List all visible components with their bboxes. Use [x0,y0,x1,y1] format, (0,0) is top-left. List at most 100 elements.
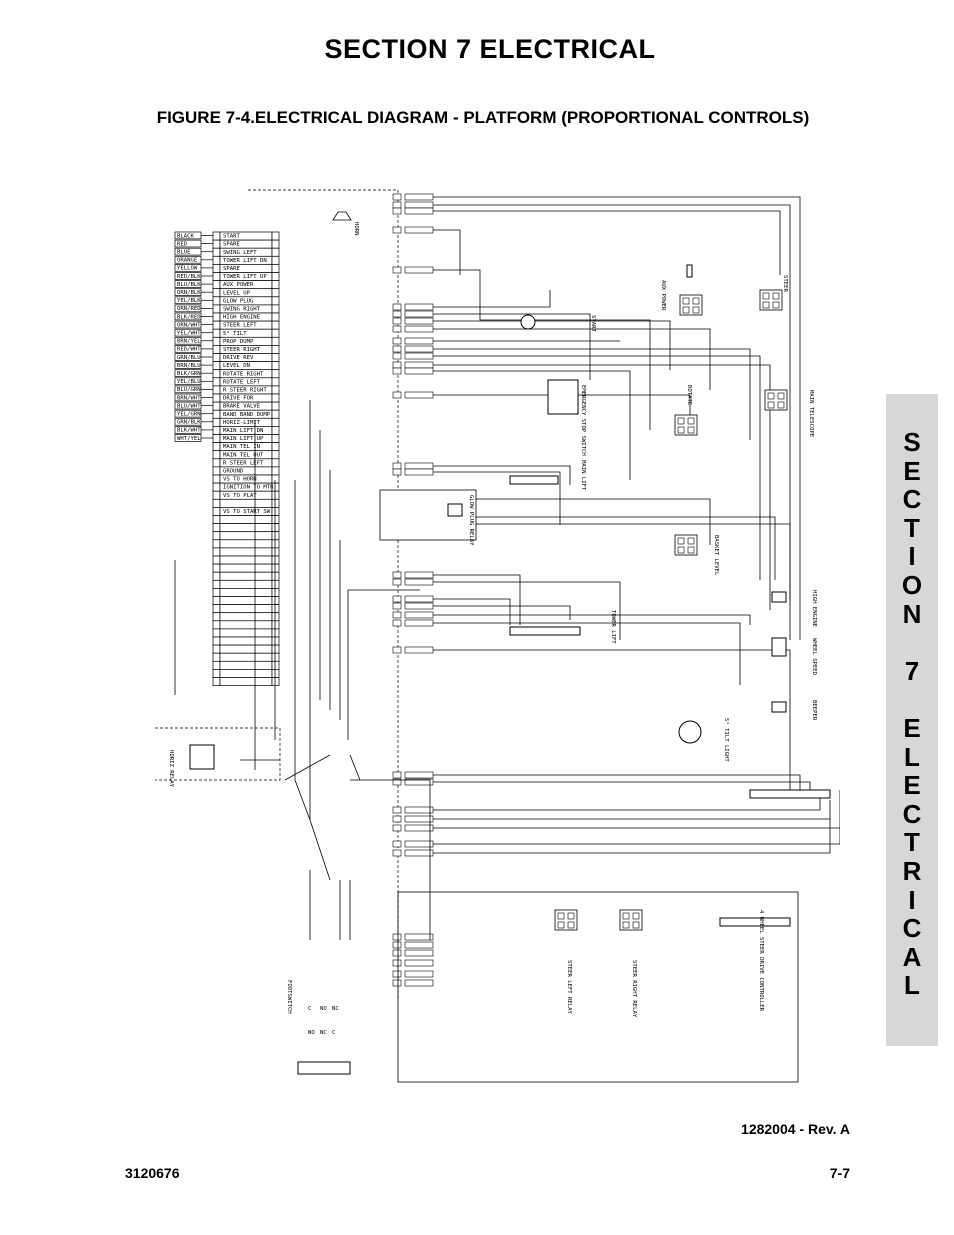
pin-cell [271,612,280,622]
wire-color-label: BLK/GRN [177,371,201,377]
pin-cell [212,563,221,573]
pin-cell [212,393,221,403]
wire [433,622,741,685]
wire-color-label: GRN/BLU [177,355,201,361]
valve-pin [777,392,785,400]
pin-cell [212,588,221,597]
connector-pin [392,959,402,967]
wire-tag [404,611,434,619]
wire-color-label: ORN/BLK [177,290,201,296]
valve-pin [677,426,685,434]
pin-cell [271,579,280,589]
component-label: BASKET LEVEL [713,535,719,576]
wire [433,196,801,640]
side-tab-letter: T [904,512,920,543]
function-cell [219,547,273,557]
wire-tag [404,578,434,586]
connector-pin [392,317,402,325]
function-label: SWING LEFT [223,250,257,256]
pin-cell [271,596,280,605]
side-tab-letter: T [904,827,920,858]
function-label: PROP DUMP [223,339,254,345]
pin-cell [212,296,221,306]
side-tab-letter: S [903,427,921,457]
pin-cell [212,345,221,354]
wire [433,800,831,854]
connector-pin [392,611,402,619]
tilt-light-icon [678,720,702,744]
pin-cell [212,336,221,346]
pin-cell [271,336,280,346]
pin-cell [212,507,221,516]
connector-pin [392,193,402,201]
wire-tag [404,571,434,579]
function-label: SPARE [223,242,240,248]
pin-cell [212,652,221,662]
valve-pin [622,921,630,929]
component-label: STEER LEFT RELAY [566,960,572,1015]
connector-pin [392,595,402,603]
wiring [155,189,840,1000]
pin-cell [271,531,280,541]
wire [433,229,461,275]
page-number: 7-7 [829,1165,850,1181]
function-label: R STEER LEFT [223,460,264,466]
wire [433,516,776,580]
wire [433,313,591,380]
pin-cell [271,255,280,265]
wire [294,480,331,881]
wire [433,370,631,480]
wire-color-label: YEL/BLK [177,298,201,304]
function-label: DRIVE FOR [223,396,254,402]
pin-cell [271,312,280,322]
function-cell [219,523,273,533]
pin-cell [212,531,221,541]
connector-pin [392,361,402,369]
connector-pin [392,933,402,941]
pin-cell [271,660,280,670]
wire [347,589,420,740]
side-tab-letter: L [904,970,920,1001]
valve-pin [772,292,780,300]
wire-color-label: RED/BLK [177,274,201,280]
connector-pin [392,806,402,814]
valve-pin [567,921,575,929]
valve-pin [772,301,780,309]
pin-cell [271,272,280,281]
pin-cell [271,588,280,597]
function-cell [219,539,273,549]
function-cell [219,612,273,622]
wire-color-label: BLU/WHT [177,403,201,409]
function-label: BAND BAND DUMP [223,412,271,418]
valve-pin [687,546,695,554]
wire-color-label: YEL/WHT [177,331,201,337]
pin-cell [212,426,221,435]
wire [433,320,671,370]
pin-cell [212,612,221,622]
side-tab-letter: C [902,484,922,515]
component-label: STEER RIGHT RELAY [631,960,637,1018]
pin-cell [271,409,280,419]
function-label: ROTATE RIGHT [223,371,264,377]
footswitch-contact-label: NO [320,1006,327,1012]
component-label: FOOTSWITCH [286,980,292,1014]
valve-pin [762,301,770,309]
pin-cell [271,247,280,257]
wire-color-label: YELLOW [177,266,198,272]
function-label: R STEER RIGHT [223,388,267,394]
wire-tag [404,361,434,369]
connector-pin [392,824,402,832]
connector-pin [392,325,402,333]
footswitch-body [297,1061,351,1075]
pin-cell [212,434,221,443]
valve-pin [677,417,685,425]
wire [433,598,511,625]
valve-pin [687,426,695,434]
component-label: STEER [782,275,788,292]
pin-cell [271,231,280,241]
pin-cell [271,345,280,354]
side-tab-letter: A [902,941,922,972]
